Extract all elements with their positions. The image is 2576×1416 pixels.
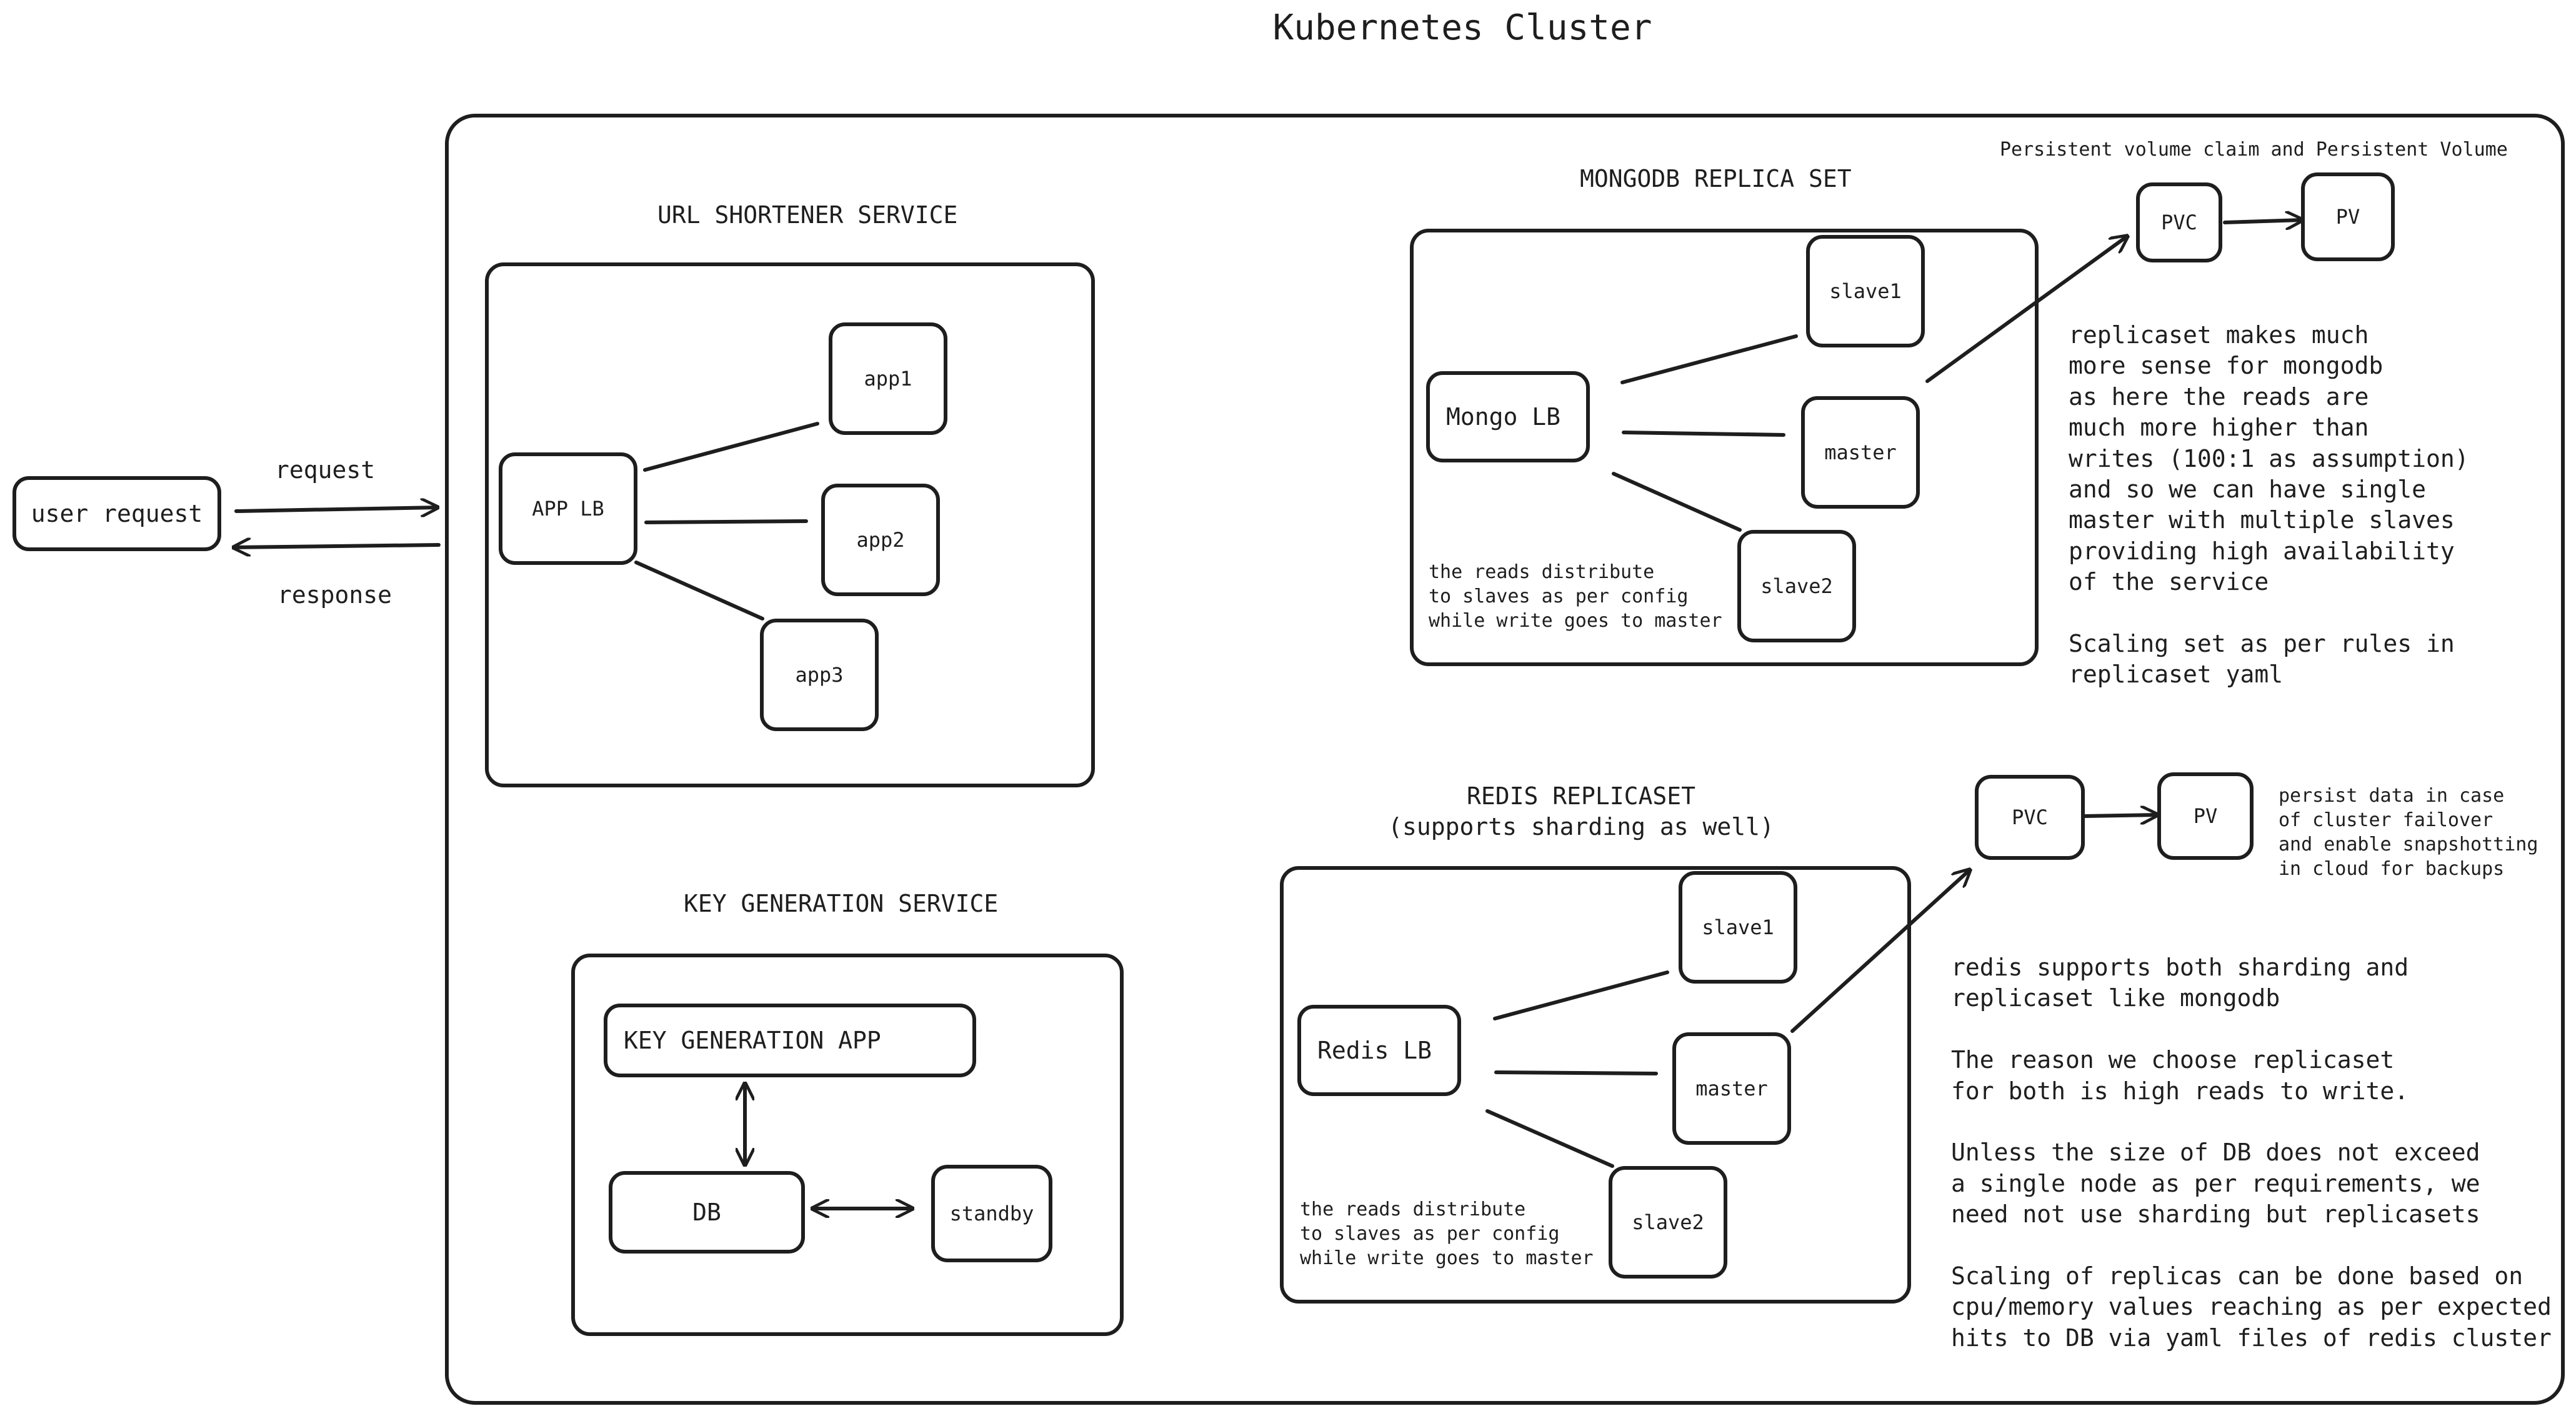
user-request-node[interactable]: user request — [12, 476, 221, 551]
url-service-group — [485, 262, 1095, 787]
redis-master-node[interactable]: master — [1672, 1032, 1791, 1145]
app-lb-node[interactable]: APP LB — [499, 452, 637, 565]
diagram-title: Kubernetes Cluster — [1272, 7, 1652, 48]
mongo-reads-note: the reads distribute to slaves as per co… — [1429, 561, 1722, 632]
redis-group — [1280, 866, 1911, 1304]
mongo-slave1-node[interactable]: slave1 — [1806, 235, 1925, 347]
key-generation-app-node[interactable]: KEY GENERATION APP — [604, 1004, 976, 1077]
applb-app3-link — [634, 561, 764, 621]
redis-reads-note: the reads distribute to slaves as per co… — [1300, 1199, 1594, 1269]
redis-pvc-pv-arrow — [2083, 815, 2157, 816]
mongo-explanation: replicaset makes much more sense for mon… — [2069, 321, 2469, 689]
applb-app2-link — [644, 519, 808, 524]
request-label: request — [275, 456, 376, 484]
mongo-pvc-pv-arrow — [2223, 220, 2302, 222]
redis-title: REDIS REPLICASET (supports sharding as w… — [1388, 782, 1774, 841]
mongo-pv-node[interactable]: PV — [2301, 172, 2395, 261]
redislb-slave1-link — [1493, 970, 1669, 1020]
redis-pv-note: persist data in case of cluster failover… — [2279, 785, 2539, 880]
redis-lb-node[interactable]: Redis LB — [1297, 1005, 1461, 1096]
redis-slave1-node[interactable]: slave1 — [1679, 871, 1797, 984]
cluster-boundary — [445, 114, 2565, 1405]
redis-master-pvc-arrow — [1790, 870, 1970, 1033]
redis-explanation: redis supports both sharding and replica… — [1951, 954, 2552, 1352]
redis-pv-node[interactable]: PV — [2157, 772, 2254, 860]
mongo-slave2-node[interactable]: slave2 — [1737, 530, 1856, 642]
app1-node[interactable]: app1 — [829, 322, 947, 435]
key-service-title: KEY GENERATION SERVICE — [684, 890, 999, 917]
mongolb-slave2-link — [1612, 472, 1742, 532]
mongo-pvc-node[interactable]: PVC — [2136, 182, 2222, 262]
redis-slave2-node[interactable]: slave2 — [1609, 1166, 1727, 1279]
redis-pvc-node[interactable]: PVC — [1975, 775, 2085, 860]
response-label: response — [277, 581, 392, 609]
mongo-group — [1410, 229, 2039, 666]
mongo-pv-caption: Persistent volume claim and Persistent V… — [2000, 139, 2508, 161]
url-service-title: URL SHORTENER SERVICE — [657, 201, 958, 229]
app2-node[interactable]: app2 — [821, 484, 940, 596]
request-arrow — [234, 507, 437, 511]
app3-node[interactable]: app3 — [760, 619, 879, 731]
applb-app1-link — [643, 422, 819, 472]
response-arrow — [234, 545, 441, 547]
mongo-master-pvc-arrow — [1925, 236, 2127, 383]
mongo-lb-node[interactable]: Mongo LB — [1426, 371, 1590, 462]
db-node[interactable]: DB — [609, 1171, 805, 1254]
mongo-master-node[interactable]: master — [1801, 396, 1920, 509]
mongolb-slave1-link — [1620, 334, 1798, 384]
standby-node[interactable]: standby — [931, 1165, 1052, 1262]
mongolb-master-link — [1622, 431, 1785, 437]
redislb-slave2-link — [1485, 1109, 1614, 1168]
mongo-title: MONGODB REPLICA SET — [1580, 165, 1852, 192]
key-service-group — [571, 954, 1124, 1336]
redislb-master-link — [1494, 1070, 1658, 1075]
